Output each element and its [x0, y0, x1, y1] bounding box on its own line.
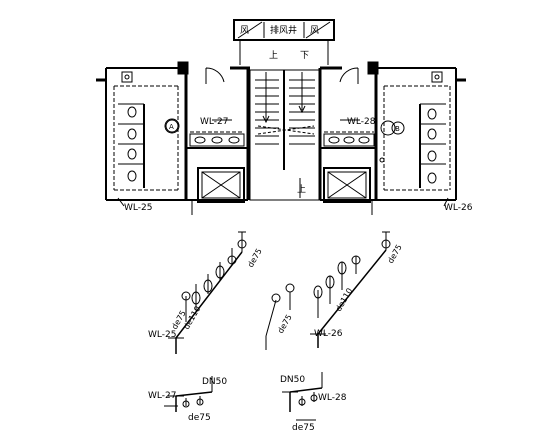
small-right-size-bottom: de75	[292, 423, 315, 433]
plan-pipe-wl26: WL-26	[444, 203, 473, 213]
iso-left-pipe-label: WL-25	[148, 330, 176, 340]
plan-pipe-wl27: WL-27	[200, 117, 228, 127]
small-left-size-top: DN50	[202, 377, 227, 387]
shaft-label-right: 风	[310, 25, 319, 36]
iso-left-diagram	[168, 231, 247, 354]
iso-right-size-a: de75	[386, 243, 404, 265]
small-left-diagram	[164, 376, 213, 412]
plan-pipe-wl28: WL-28	[347, 117, 376, 127]
doors	[205, 67, 359, 84]
room-a-marker	[165, 119, 179, 133]
room-a-label: A	[169, 123, 174, 131]
small-right-size-top: DN50	[280, 375, 305, 385]
small-left-pipe-label: WL-27	[148, 391, 176, 401]
exhaust-shaft	[233, 19, 335, 65]
stair	[249, 69, 321, 201]
iso-right-size-c: de75	[276, 313, 294, 335]
room-b-marker	[391, 121, 405, 135]
iso-left-size-a: de75	[246, 247, 264, 269]
room-b-label: B	[395, 125, 400, 133]
plan-pipe-wl25: WL-25	[124, 203, 152, 213]
elevators	[197, 167, 371, 203]
shaft-label-center: 排风井	[270, 24, 297, 36]
small-left-size-bottom: de75	[188, 413, 211, 423]
left-toilet-room	[113, 71, 245, 191]
small-right-pipe-label: WL-28	[318, 393, 347, 403]
shaft-label-left: 风	[240, 25, 249, 36]
small-right-diagram	[282, 372, 323, 421]
iso-right-diagram	[265, 231, 391, 350]
stair-down-label: 下	[300, 51, 309, 61]
iso-right-size-b: de110	[334, 287, 354, 313]
stair-up-label: 上	[269, 50, 278, 61]
stair-up-lower-label: 上	[297, 184, 306, 195]
iso-right-pipe-label: WL-26	[314, 329, 343, 339]
building-walls	[96, 61, 466, 215]
right-toilet-room	[323, 71, 451, 191]
